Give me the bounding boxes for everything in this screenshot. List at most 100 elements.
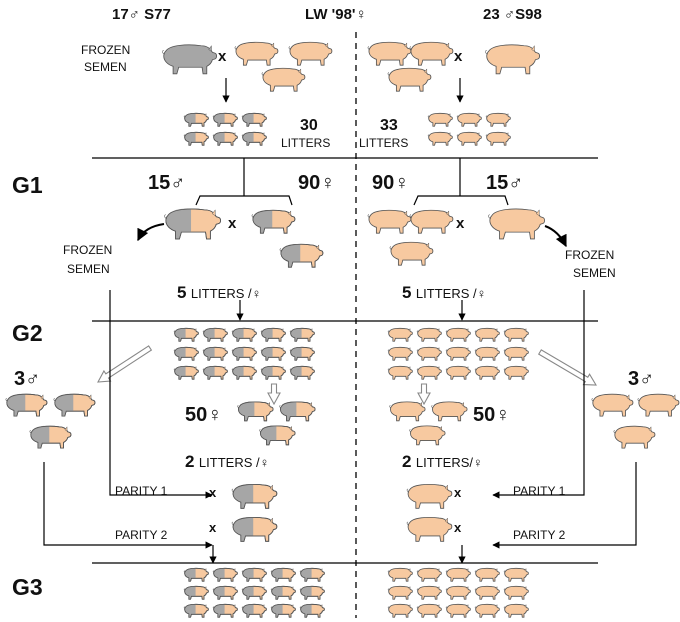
pig-ear [233, 585, 236, 590]
g1-right-females: 90♀ [372, 172, 410, 194]
pig-tail [299, 570, 302, 573]
pig-ear [672, 394, 676, 400]
pig-tail [416, 368, 419, 371]
pig-ear [211, 209, 216, 217]
pig-ear [271, 42, 275, 48]
founder-boar-s77 [162, 44, 218, 75]
g3-litter-right-r2c2 [416, 585, 442, 600]
pig-ear [408, 603, 411, 608]
pig-outline [242, 567, 267, 582]
pig-outline [280, 243, 324, 268]
pig-grey-half [280, 243, 301, 268]
g2-right-females: 50♀ [473, 404, 511, 426]
pig-body [446, 327, 471, 342]
pig-body [592, 393, 634, 417]
g3-litter-left-r3c3 [241, 603, 267, 618]
g2-left-male-2 [53, 393, 96, 417]
pig-ear [233, 567, 236, 572]
hollow-arrow-left-females [267, 383, 281, 406]
g2-litter-left-r3c3 [231, 365, 257, 380]
g3-litter-left-r2c5 [299, 585, 325, 600]
pig-ear [223, 346, 226, 351]
pig-tail [387, 349, 390, 352]
pig-ear [309, 401, 312, 407]
pig-tail [431, 405, 434, 409]
pig-outline [213, 567, 238, 582]
pig-body [457, 131, 482, 146]
pig-ear [466, 346, 469, 351]
pig-tail [241, 134, 244, 137]
g2-litter-right-r3c3 [445, 365, 471, 380]
pig-outline [184, 603, 209, 618]
g2-litter-right-r3c2 [416, 365, 442, 380]
pig-outline [6, 393, 48, 417]
g3-litter-left-r1c4 [270, 567, 296, 582]
pig-tail [445, 349, 448, 352]
g2-litter-right-r1c2 [416, 327, 442, 342]
pig-tail [202, 368, 205, 371]
parity-2-right: PARITY 2 [513, 528, 566, 542]
g2-litter-left-r2c3 [231, 346, 257, 361]
pig-outline [174, 365, 199, 380]
g2-right-male-1 [591, 393, 634, 417]
pig-grey-half [233, 484, 254, 509]
generation-g3: G3 [12, 574, 43, 600]
pig-body [388, 346, 413, 361]
pig-outline [280, 401, 316, 422]
pig-body [475, 327, 500, 342]
pig-tail [591, 398, 594, 402]
pig-ear [461, 401, 464, 407]
pig-tail [53, 398, 56, 402]
pig-ear [223, 365, 226, 370]
pig-body [504, 585, 529, 600]
pig-ear [648, 426, 652, 432]
pig-body [446, 585, 471, 600]
g2-litter-left-r1c2 [202, 327, 228, 342]
pig-tail [289, 330, 292, 333]
pig-outline [213, 112, 238, 127]
pig-tail [387, 570, 390, 573]
pig-ear [426, 242, 430, 248]
g1-left-males: 15♂ [148, 172, 186, 194]
pig-tail [456, 134, 459, 137]
pig-ear [40, 394, 44, 400]
pig-body [390, 241, 434, 266]
g2-litter-right-r2c3 [445, 346, 471, 361]
pig-tail [299, 606, 302, 609]
g2-litter-left-r3c1 [173, 365, 199, 380]
g0-litter-right-r2c2 [456, 131, 482, 146]
pig-tail [5, 398, 8, 402]
pig-outline [242, 585, 267, 600]
pig-tail [474, 588, 477, 591]
pig-tail [503, 368, 506, 371]
g3-litter-left-r3c4 [270, 603, 296, 618]
pig-body [475, 365, 500, 380]
pig-body [428, 112, 453, 127]
pig-tail [474, 349, 477, 352]
pig-tail [231, 368, 234, 371]
pig-outline [232, 483, 278, 509]
g2-right-male-2 [637, 393, 680, 417]
g0-litter-right-r2c1 [427, 131, 453, 146]
pig-body [417, 327, 442, 342]
pig-body [388, 327, 413, 342]
pig-grey-half [238, 401, 255, 421]
g1-left-litters-text: LITTERS /♀ [190, 286, 262, 301]
g3-litter-left-r3c5 [299, 603, 325, 618]
pig-ear [446, 42, 450, 48]
pig-ear [495, 327, 498, 332]
pig-tail [474, 606, 477, 609]
pig-outline [232, 327, 257, 342]
pig-tail [488, 214, 491, 219]
g3-litter-right-r3c3 [445, 603, 471, 618]
litters-right-word: LITTERS [359, 136, 409, 150]
pig-ear [289, 425, 292, 431]
pig-ear [320, 585, 323, 590]
g2-left-male-1 [5, 393, 48, 417]
pig-tail [173, 349, 176, 352]
pig-ear [408, 567, 411, 572]
pig-tail [231, 488, 234, 493]
pig-outline [242, 112, 267, 127]
pig-ear [262, 567, 265, 572]
pig-tail [29, 430, 32, 434]
